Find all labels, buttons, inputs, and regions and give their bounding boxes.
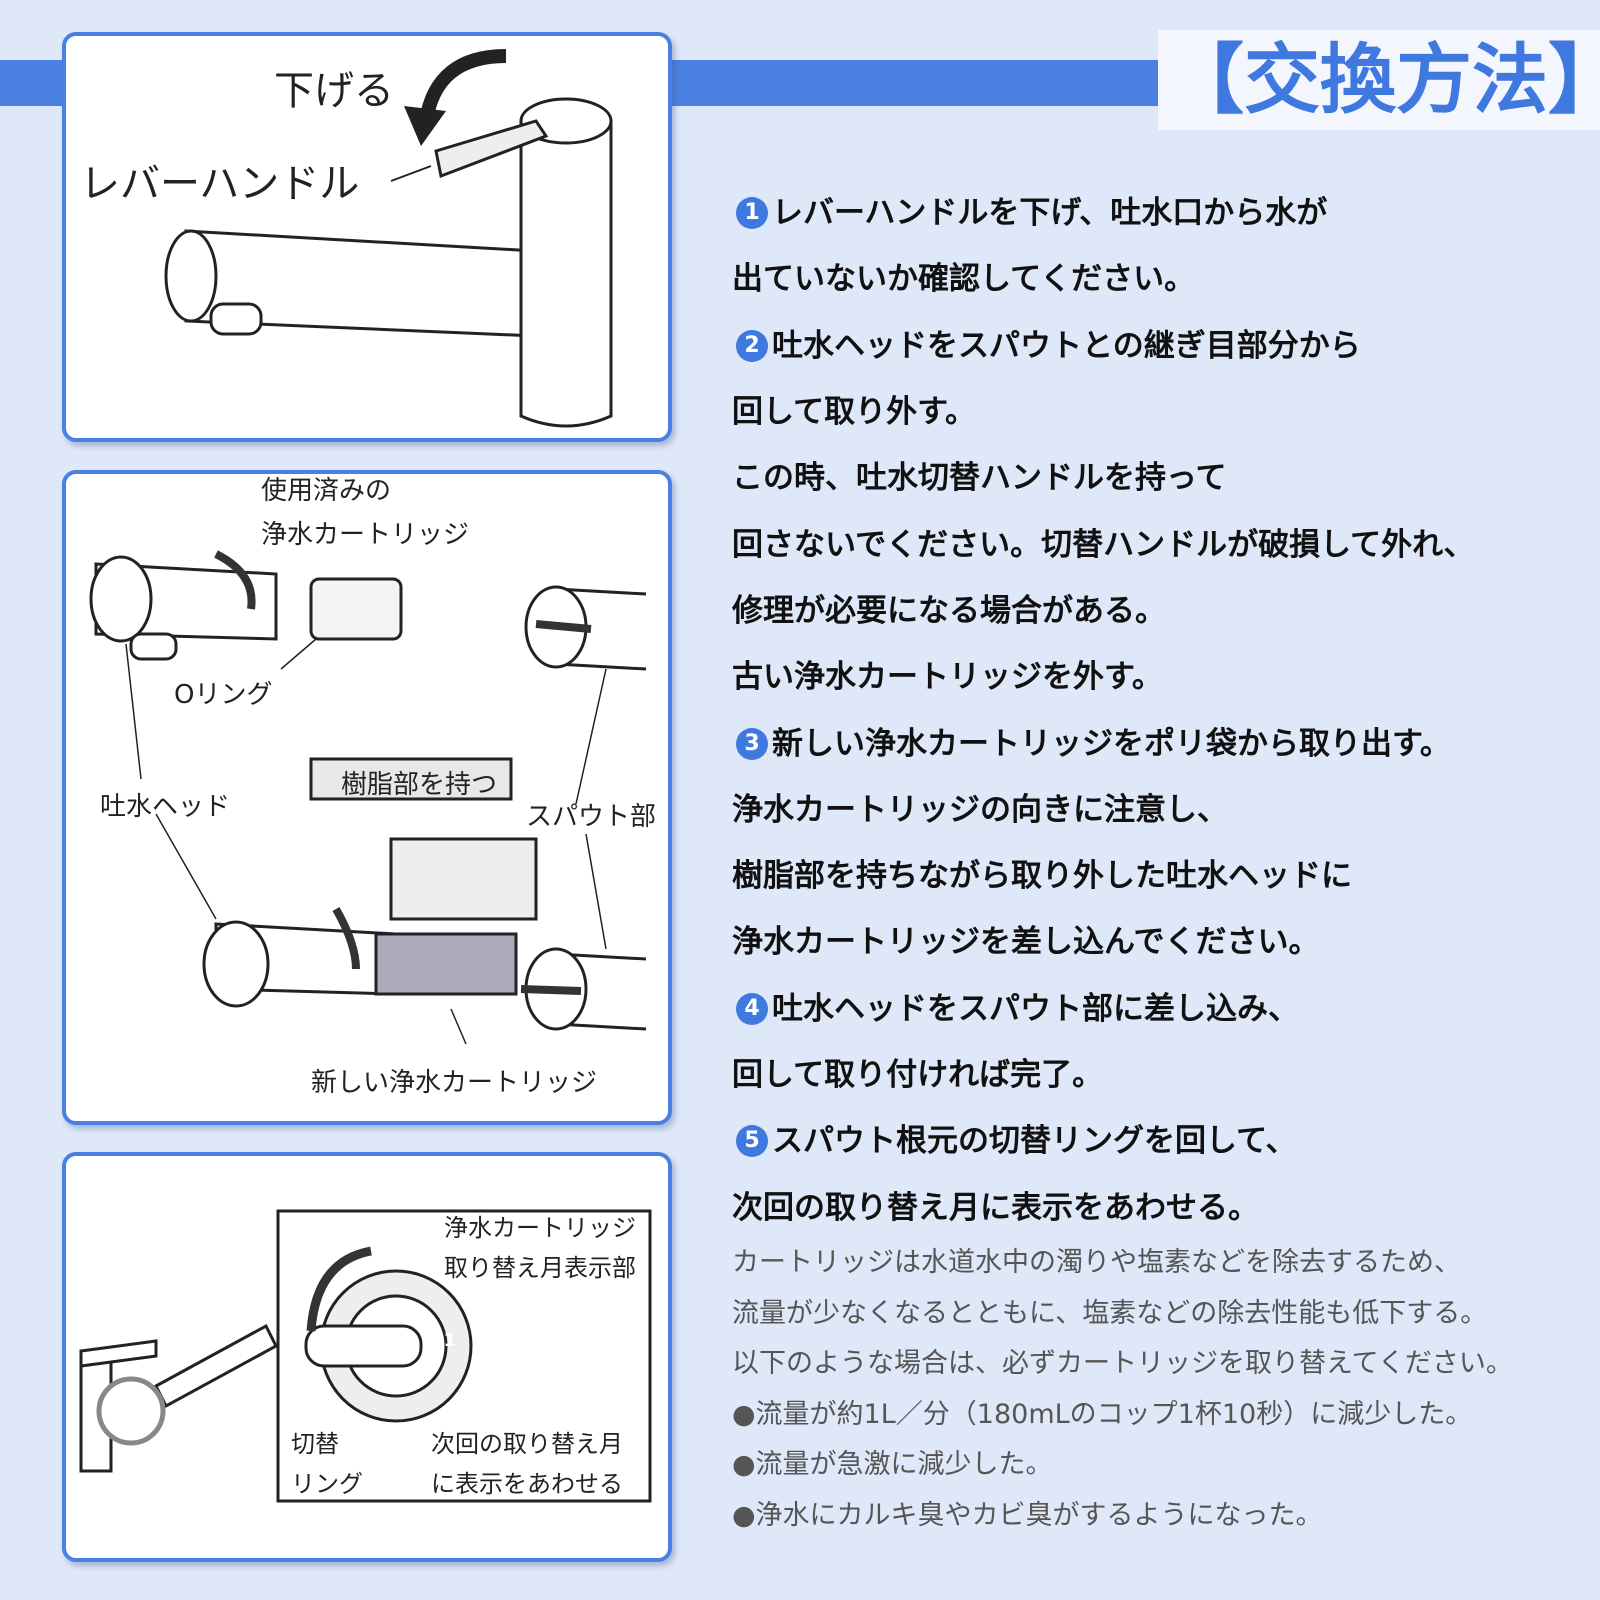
- panel-switch-ring: 11 浄水カートリッジ 取り替え月表示部 切替 リング 次回の取り替え月 に表示…: [62, 1152, 672, 1562]
- o-ring-label: Oリング: [174, 680, 273, 710]
- step-text: 吐水ヘッドをスパウト部に差し込み、: [772, 990, 1299, 1027]
- step-text: 浄水カートリッジを差し込んでください。: [732, 924, 1320, 961]
- step-number-icon: 5: [736, 1125, 768, 1158]
- step-line: 浄水カートリッジの向きに注意し、: [732, 777, 1474, 843]
- step-number-icon: 3: [736, 727, 768, 760]
- step-text: 新しい浄水カートリッジをポリ袋から取り出す。: [772, 725, 1451, 762]
- notes: カートリッジは水道水中の濁りや塩素などを除去するため、流量が少なくなるとともに、…: [732, 1240, 1513, 1543]
- note-line: ●流量が約1L／分（180mLのコップ1杯10秒）に減少した。: [732, 1398, 1473, 1430]
- step-text: 浄水カートリッジの向きに注意し、: [732, 791, 1228, 828]
- note-line: ●浄水にカルキ臭やカビ臭がするようになった。: [732, 1499, 1323, 1531]
- note-line: カートリッジは水道水中の濁りや塩素などを除去するため、: [732, 1247, 1461, 1278]
- note-line: ●流量が急激に減少した。: [732, 1449, 1053, 1480]
- step-text: 古い浄水カートリッジを外す。: [732, 659, 1163, 696]
- switch-ring-illustration: 11: [79, 1209, 652, 1503]
- ring-label-2: リング: [291, 1470, 363, 1498]
- step-line: 樹脂部を持ちながら取り外した吐水ヘッドに: [732, 843, 1474, 909]
- hold-resin-label: 樹脂部を持つ: [341, 770, 498, 800]
- step-line: 出ていないか確認してください。: [732, 246, 1474, 312]
- used-cartridge-label-2: 浄水カートリッジ: [261, 520, 470, 550]
- step-text: レバーハンドルを下げ、吐水口から水が: [772, 195, 1328, 232]
- step-line: この時、吐水切替ハンドルを持って: [732, 445, 1474, 511]
- step-text: 樹脂部を持ちながら取り外した吐水ヘッドに: [732, 858, 1352, 895]
- step-number-icon: 1: [736, 197, 768, 230]
- new-cartridge-label: 新しい浄水カートリッジ: [311, 1068, 598, 1098]
- step-number-icon: 4: [736, 992, 768, 1025]
- display-label-1: 浄水カートリッジ: [444, 1214, 636, 1242]
- down-arrow-icon: [404, 106, 446, 146]
- step-text: 吐水ヘッドをスパウトとの継ぎ目部分から: [772, 327, 1361, 364]
- cartridge-illustration: [89, 550, 647, 1045]
- note-line: 以下のような場合は、必ずカートリッジを取り替えてください。: [732, 1348, 1513, 1379]
- step-line: 浄水カートリッジを差し込んでください。: [732, 909, 1474, 975]
- panel-lower-lever: 下げる レバーハンドル: [62, 32, 672, 442]
- step-text: この時、吐水切替ハンドルを持って: [732, 460, 1227, 497]
- ring-label-1: 切替: [291, 1430, 339, 1458]
- panel-cartridge-replace: 使用済みの 浄水カートリッジ Oリング 吐水ヘッド 樹脂部を持つ スパウト部 新…: [62, 470, 672, 1125]
- lever-label: レバーハンドル: [80, 161, 360, 207]
- month-indicator: 11: [431, 1330, 456, 1351]
- step-text: 次回の取り替え月に表示をあわせる。: [732, 1189, 1259, 1226]
- page-title: 【交換方法】: [1158, 30, 1600, 130]
- step-text: 出ていないか確認してください。: [732, 261, 1196, 298]
- step-line: 回して取り付ければ完了。: [732, 1042, 1474, 1108]
- step-text: 回して取り外す。: [732, 394, 976, 431]
- step-text: 回さないでください。切替ハンドルが破損して外れ、: [732, 526, 1475, 563]
- spout-label: スパウト部: [526, 802, 657, 832]
- display-label-2: 取り替え月表示部: [444, 1254, 636, 1282]
- next-label-2: に表示をあわせる: [431, 1470, 623, 1498]
- step-text: 回して取り付ければ完了。: [732, 1057, 1104, 1093]
- step-line: 修理が必要になる場合がある。: [732, 578, 1474, 644]
- step-text: 修理が必要になる場合がある。: [732, 592, 1166, 629]
- step-line: 回して取り外す。: [732, 379, 1474, 445]
- step-number-icon: 2: [736, 329, 768, 362]
- step-line: 回さないでください。切替ハンドルが破損して外れ、: [732, 511, 1474, 577]
- head-label: 吐水ヘッド: [100, 792, 231, 822]
- note-line: 流量が少なくなるとともに、塩素などの除去性能も低下する。: [732, 1297, 1488, 1329]
- step-line: 次回の取り替え月に表示をあわせる。: [732, 1174, 1474, 1240]
- step-line: 古い浄水カートリッジを外す。: [732, 644, 1474, 710]
- step-text: スパウト根元の切替リングを回して、: [772, 1123, 1297, 1160]
- used-cartridge-label-1: 使用済みの: [261, 476, 392, 506]
- faucet-illustration: [164, 49, 613, 428]
- next-label-1: 次回の取り替え月: [431, 1430, 623, 1458]
- lower-label: 下げる: [274, 68, 394, 114]
